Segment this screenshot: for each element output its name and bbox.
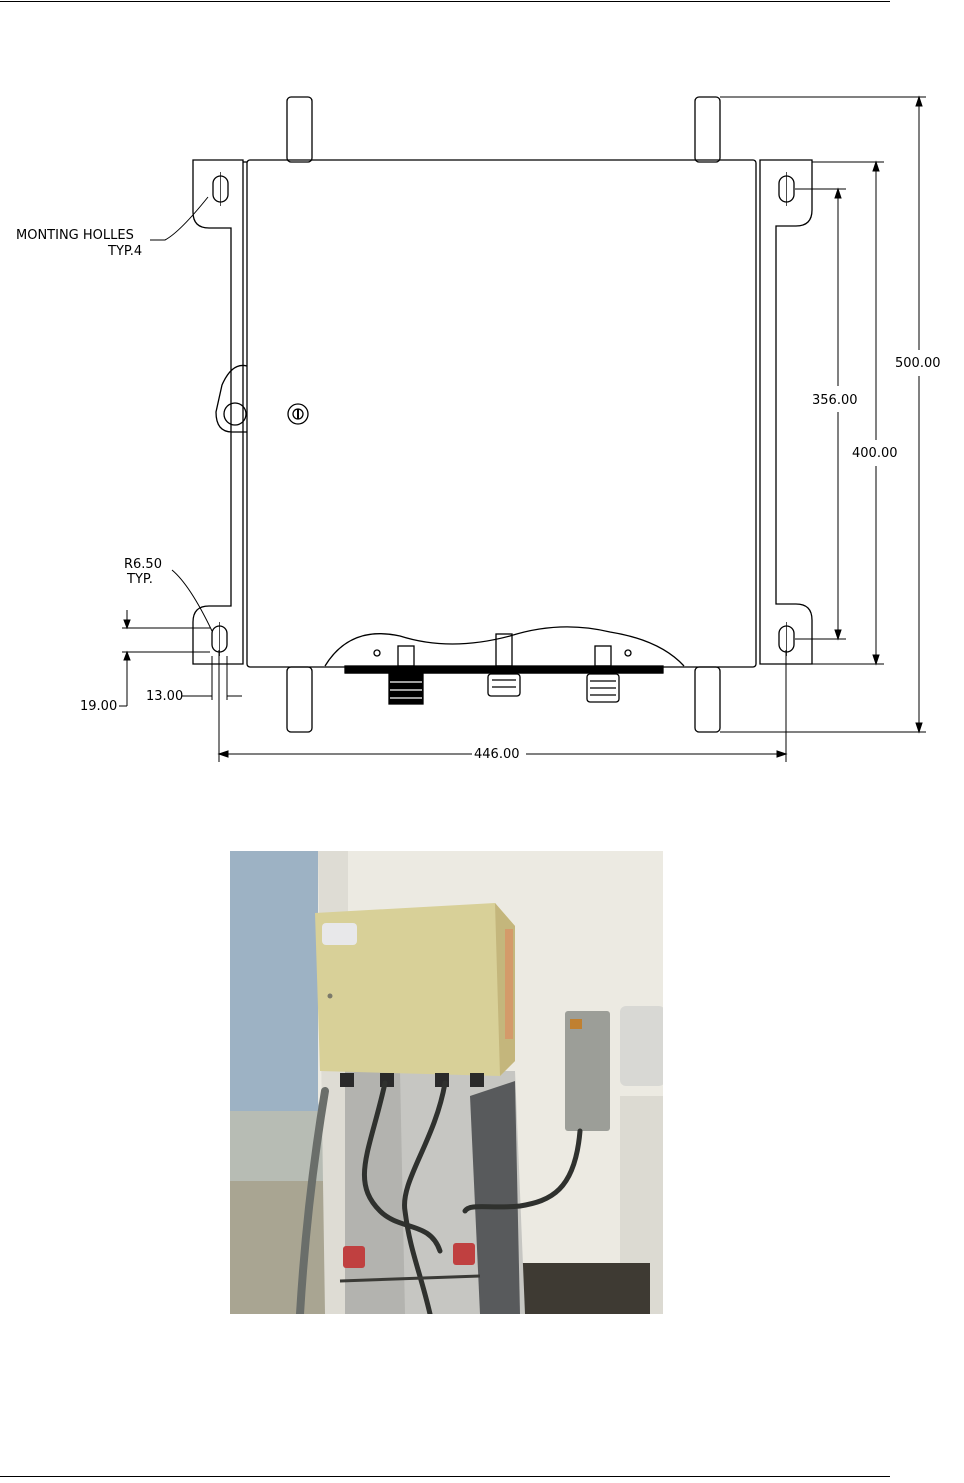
- radius-label: R6.50: [124, 557, 162, 572]
- cable-gland-plate: [325, 627, 684, 666]
- mounting-holes-label: MONTING HOLLES: [16, 228, 134, 243]
- dim-356: 356.00: [812, 393, 858, 408]
- top-right-bracket: [695, 97, 720, 162]
- right-mounting-flange: [760, 160, 812, 664]
- top-left-bracket: [287, 97, 312, 162]
- dim-13: 13.00: [146, 689, 183, 704]
- left-mounting-flange: [193, 160, 243, 664]
- dim-446: 446.00: [474, 747, 520, 762]
- installed-enclosure-photo: [230, 851, 663, 1314]
- footer-rule: [0, 1476, 890, 1477]
- mounting-holes-typ-label: TYP.4: [107, 244, 142, 259]
- dim-500: 500.00: [895, 356, 941, 371]
- bottom-left-bracket: [287, 667, 312, 732]
- cable-gland-2: [488, 634, 520, 696]
- enclosure-mounting-drawing: 500.00 400.00 356.00 446.00 19.00 13.00 …: [0, 0, 964, 800]
- bottom-right-bracket: [695, 667, 720, 732]
- dim-19: 19.00: [80, 699, 117, 714]
- dim-400: 400.00: [852, 446, 898, 461]
- cable-gland-1: [389, 646, 423, 704]
- cable-gland-3: [587, 646, 619, 702]
- radius-typ-label: TYP.: [126, 572, 153, 587]
- enclosure-body: [247, 160, 756, 667]
